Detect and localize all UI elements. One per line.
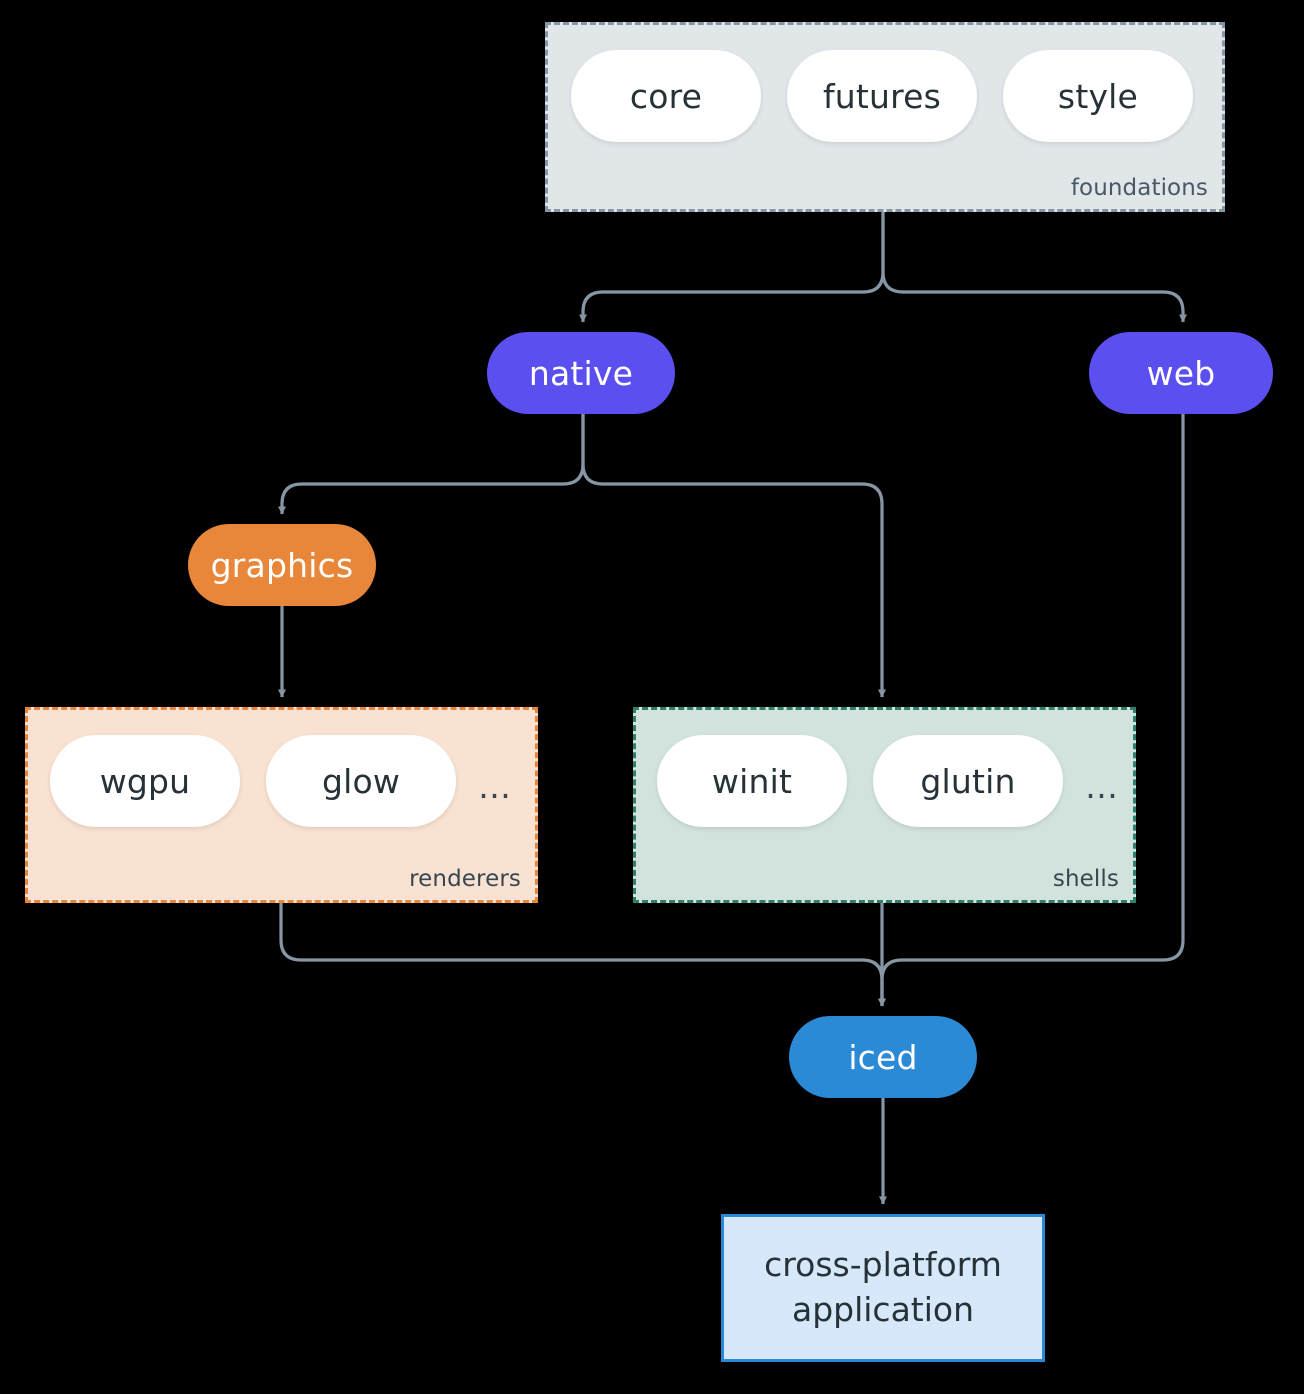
- cluster-label-shells: shells: [1052, 866, 1119, 892]
- node-glutin[interactable]: glutin: [873, 735, 1063, 827]
- node-winit[interactable]: winit: [657, 735, 847, 827]
- node-iced[interactable]: iced: [789, 1016, 977, 1098]
- node-style[interactable]: style: [1003, 50, 1193, 142]
- node-glow[interactable]: glow: [266, 735, 456, 827]
- edge-renderers-to-iced: [279, 903, 886, 1007]
- node-graphics[interactable]: graphics: [188, 524, 376, 606]
- cluster-label-renderers: renderers: [409, 866, 521, 892]
- edge-foundations-to-web: [881, 212, 1187, 323]
- cluster-label-foundations: foundations: [1070, 175, 1208, 201]
- edge-foundations-to-native: [579, 212, 885, 323]
- renderers-ellipsis: …: [478, 767, 512, 806]
- node-core[interactable]: core: [571, 50, 761, 142]
- node-futures[interactable]: futures: [787, 50, 977, 142]
- shells-ellipsis: …: [1085, 767, 1119, 806]
- edge-native-to-graphics: [278, 414, 585, 515]
- node-web[interactable]: web: [1089, 332, 1273, 414]
- node-cross-platform-application[interactable]: cross-platform application: [721, 1214, 1045, 1362]
- edge-native-to-shells: [581, 414, 886, 698]
- node-native[interactable]: native: [487, 332, 675, 414]
- node-wgpu[interactable]: wgpu: [50, 735, 240, 827]
